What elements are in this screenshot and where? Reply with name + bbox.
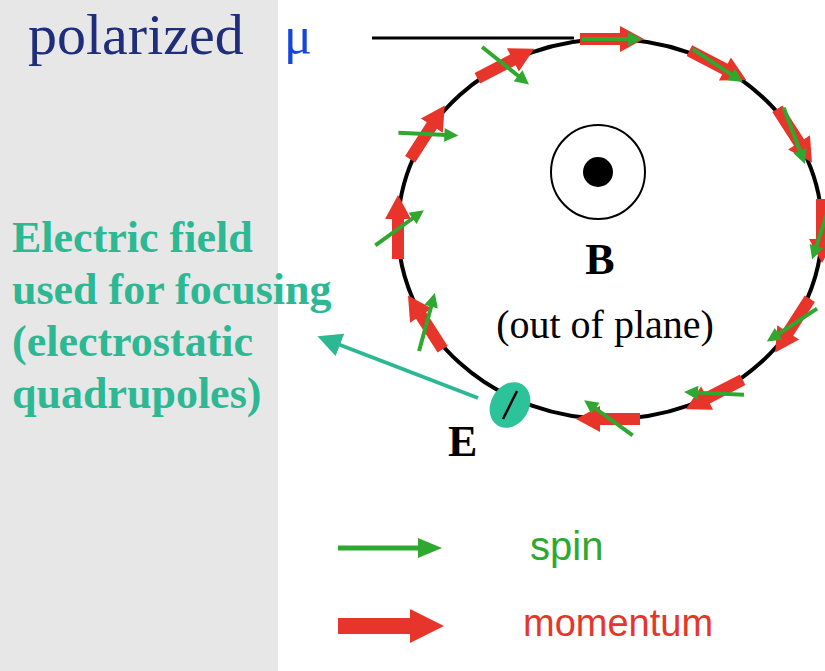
spin-head — [580, 395, 600, 415]
spin-shaft — [482, 47, 519, 77]
spin-shaft — [784, 108, 801, 153]
spin-arrow — [398, 126, 459, 143]
spin-arrow — [689, 43, 747, 88]
spin-arrow — [805, 200, 825, 261]
spin-head — [793, 148, 811, 166]
spin-head — [805, 244, 823, 262]
legend-text: spin — [530, 526, 603, 566]
spin-head — [628, 32, 642, 46]
particle-label: polarized — [28, 6, 244, 64]
spin-arrow — [763, 303, 821, 348]
field-out-symbol — [551, 125, 645, 219]
field-note: (out of plane) — [496, 305, 714, 345]
injection-line — [372, 37, 574, 40]
spin-shaft — [398, 133, 446, 135]
spin-head — [514, 70, 534, 90]
spin-arrow — [371, 205, 428, 252]
momentum-arrow — [338, 609, 444, 643]
spin-shaft — [816, 202, 825, 248]
muon-symbol: μ — [284, 10, 312, 62]
quadrupole-symbol — [482, 375, 539, 436]
spin-shaft — [693, 49, 733, 75]
spin-head — [727, 69, 746, 88]
spin-head — [444, 128, 459, 143]
momentum-arrow — [680, 368, 749, 421]
spin-head — [418, 538, 442, 558]
spin-shaft — [582, 37, 630, 41]
spin-arrow — [582, 32, 642, 46]
momentum-sample — [332, 606, 452, 646]
spin-arrow — [580, 395, 637, 442]
spin-shaft — [375, 217, 414, 245]
spin-arrow — [412, 291, 441, 353]
legend-text: momentum — [523, 604, 713, 642]
momentum-arrow — [471, 37, 540, 90]
spin-shaft — [419, 305, 432, 351]
quadrupole-mark — [503, 391, 517, 419]
callout-note: Electric field used for focusing (electr… — [12, 212, 340, 420]
spin-head — [424, 291, 441, 308]
leader-line — [322, 338, 478, 398]
field-label: B — [585, 238, 614, 282]
spin-shaft — [338, 546, 422, 551]
momentum-arrow — [766, 102, 823, 170]
storage-ring — [398, 39, 822, 419]
spin-head — [763, 328, 782, 347]
momentum-arrow — [683, 39, 752, 92]
momentum-arrow — [397, 288, 454, 356]
momentum-arrow — [764, 292, 821, 360]
spin-shaft — [777, 309, 817, 335]
ring-arrows — [371, 26, 825, 441]
spin-shaft — [594, 407, 633, 435]
momentum-arrow — [580, 26, 644, 52]
field-out-dot — [583, 157, 613, 187]
spin-head — [684, 385, 699, 400]
spin-head — [408, 205, 428, 225]
spin-sample — [332, 528, 452, 568]
spin-arrow — [478, 42, 534, 90]
spin-arrow — [777, 105, 811, 166]
field-label: E — [448, 420, 477, 464]
spin-arrow — [684, 385, 745, 402]
spin-shaft — [696, 393, 744, 395]
